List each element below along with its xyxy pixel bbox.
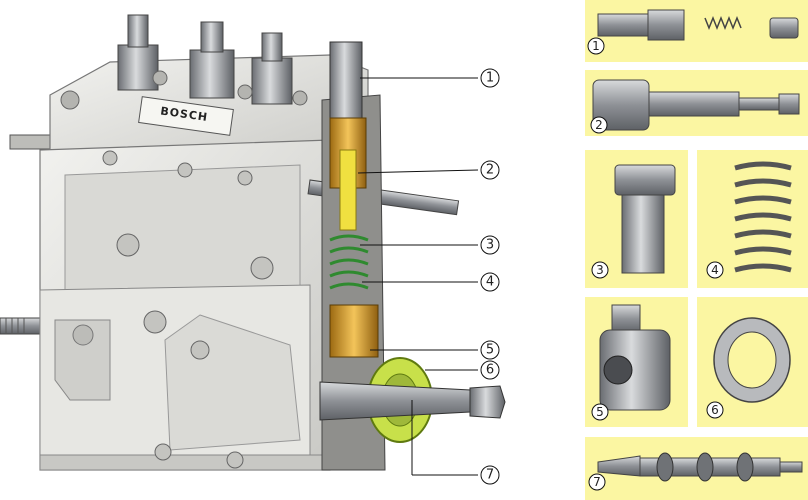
callout-6: 6: [480, 360, 500, 380]
callout-5: 5: [480, 340, 500, 360]
panel-1-label: 1: [592, 39, 600, 53]
injection-pump-illustration: BOSCH: [0, 14, 506, 471]
callout-3: 3: [480, 235, 500, 255]
callout-5-label: 5: [486, 343, 494, 358]
delivery-valve-holder-3: [251, 32, 293, 105]
callout-2: 2: [480, 160, 500, 180]
callout-1-label: 1: [486, 71, 494, 86]
panel-delivery-valve: 1: [585, 0, 808, 62]
panel-6-label: 6: [711, 403, 719, 417]
panel-5-label: 5: [596, 405, 604, 419]
callout-7-label: 7: [486, 468, 494, 483]
delivery-valve-holder-1: [117, 14, 159, 91]
callout-6-label: 6: [486, 363, 494, 378]
panel-camshaft: 7: [585, 437, 808, 500]
panel-pump-plunger: 2: [585, 70, 808, 136]
panel-4-label: 4: [711, 263, 719, 277]
panel-bearing: 6: [697, 297, 808, 427]
brand-plate: BOSCH: [138, 96, 234, 136]
cutaway-section: [319, 41, 506, 471]
panel-plunger-spring: 4: [697, 150, 808, 288]
panel-2-label: 2: [595, 118, 603, 132]
callout-7: 7: [480, 465, 500, 485]
callout-1: 1: [480, 68, 500, 88]
callout-2-label: 2: [486, 163, 494, 178]
callout-4: 4: [480, 272, 500, 292]
panel-roller-tappet: 5: [585, 297, 688, 427]
panel-control-sleeve: 3: [585, 150, 688, 288]
delivery-valve-holder-2: [189, 21, 235, 99]
leader-lines: [357, 77, 479, 476]
panel-7-label: 7: [593, 475, 601, 489]
panel-3-label: 3: [596, 263, 604, 277]
callout-3-label: 3: [486, 238, 494, 253]
callout-4-label: 4: [486, 275, 494, 290]
